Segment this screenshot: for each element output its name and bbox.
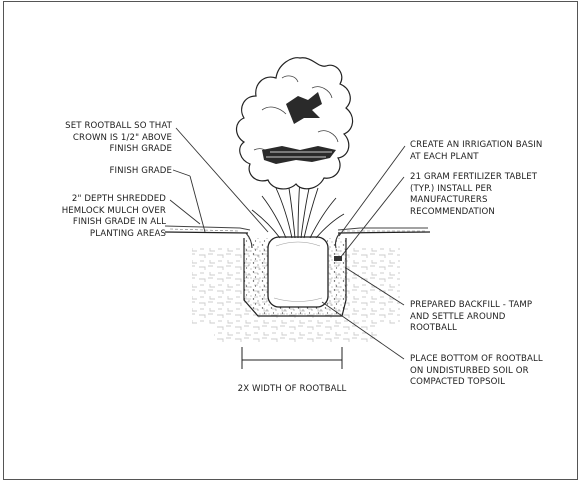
irrigation-leader	[338, 145, 406, 237]
rootball-width-dimension	[241, 347, 343, 369]
finish-grade-callout: FINISH GRADE	[109, 166, 172, 176]
mulch-leader	[169, 199, 201, 225]
fertilizer-tablet	[334, 256, 342, 261]
finish-grade-line	[164, 231, 431, 234]
mulch-layer	[164, 225, 428, 232]
fertilizer-leader	[339, 176, 405, 259]
finish-grade-leader-drop	[189, 175, 206, 233]
shrub-canopy	[235, 57, 354, 190]
mulch-callout: 2" DEPTH SHREDDED HEMLOCK MULCH OVER FIN…	[61, 194, 166, 239]
backfill-leader	[345, 267, 405, 306]
leader-lines	[169, 127, 406, 360]
set-rootball-callout: SET ROOTBALL SO THAT CROWN IS 1/2" ABOVE…	[65, 121, 172, 155]
drawing-frame	[3, 1, 578, 480]
irrigation-basin-callout: CREATE AN IRRIGATION BASIN AT EACH PLANT	[410, 140, 543, 162]
rootball-bottom-leader	[321, 301, 405, 360]
fertilizer-callout: 21 GRAM FERTILIZER TABLET (TYP.) INSTALL…	[410, 172, 538, 217]
rootball-bottom-callout: PLACE BOTTOM OF ROOTBALL ON UNDISTURBED …	[410, 354, 543, 388]
set-rootball-leader	[175, 127, 269, 233]
backfill-callout: PREPARED BACKFILL - TAMP AND SETTLE AROU…	[410, 300, 533, 334]
dimension-label: 2X WIDTH OF ROOTBALL	[237, 384, 347, 394]
rootball	[267, 236, 329, 308]
finish-grade-leader	[172, 169, 191, 177]
